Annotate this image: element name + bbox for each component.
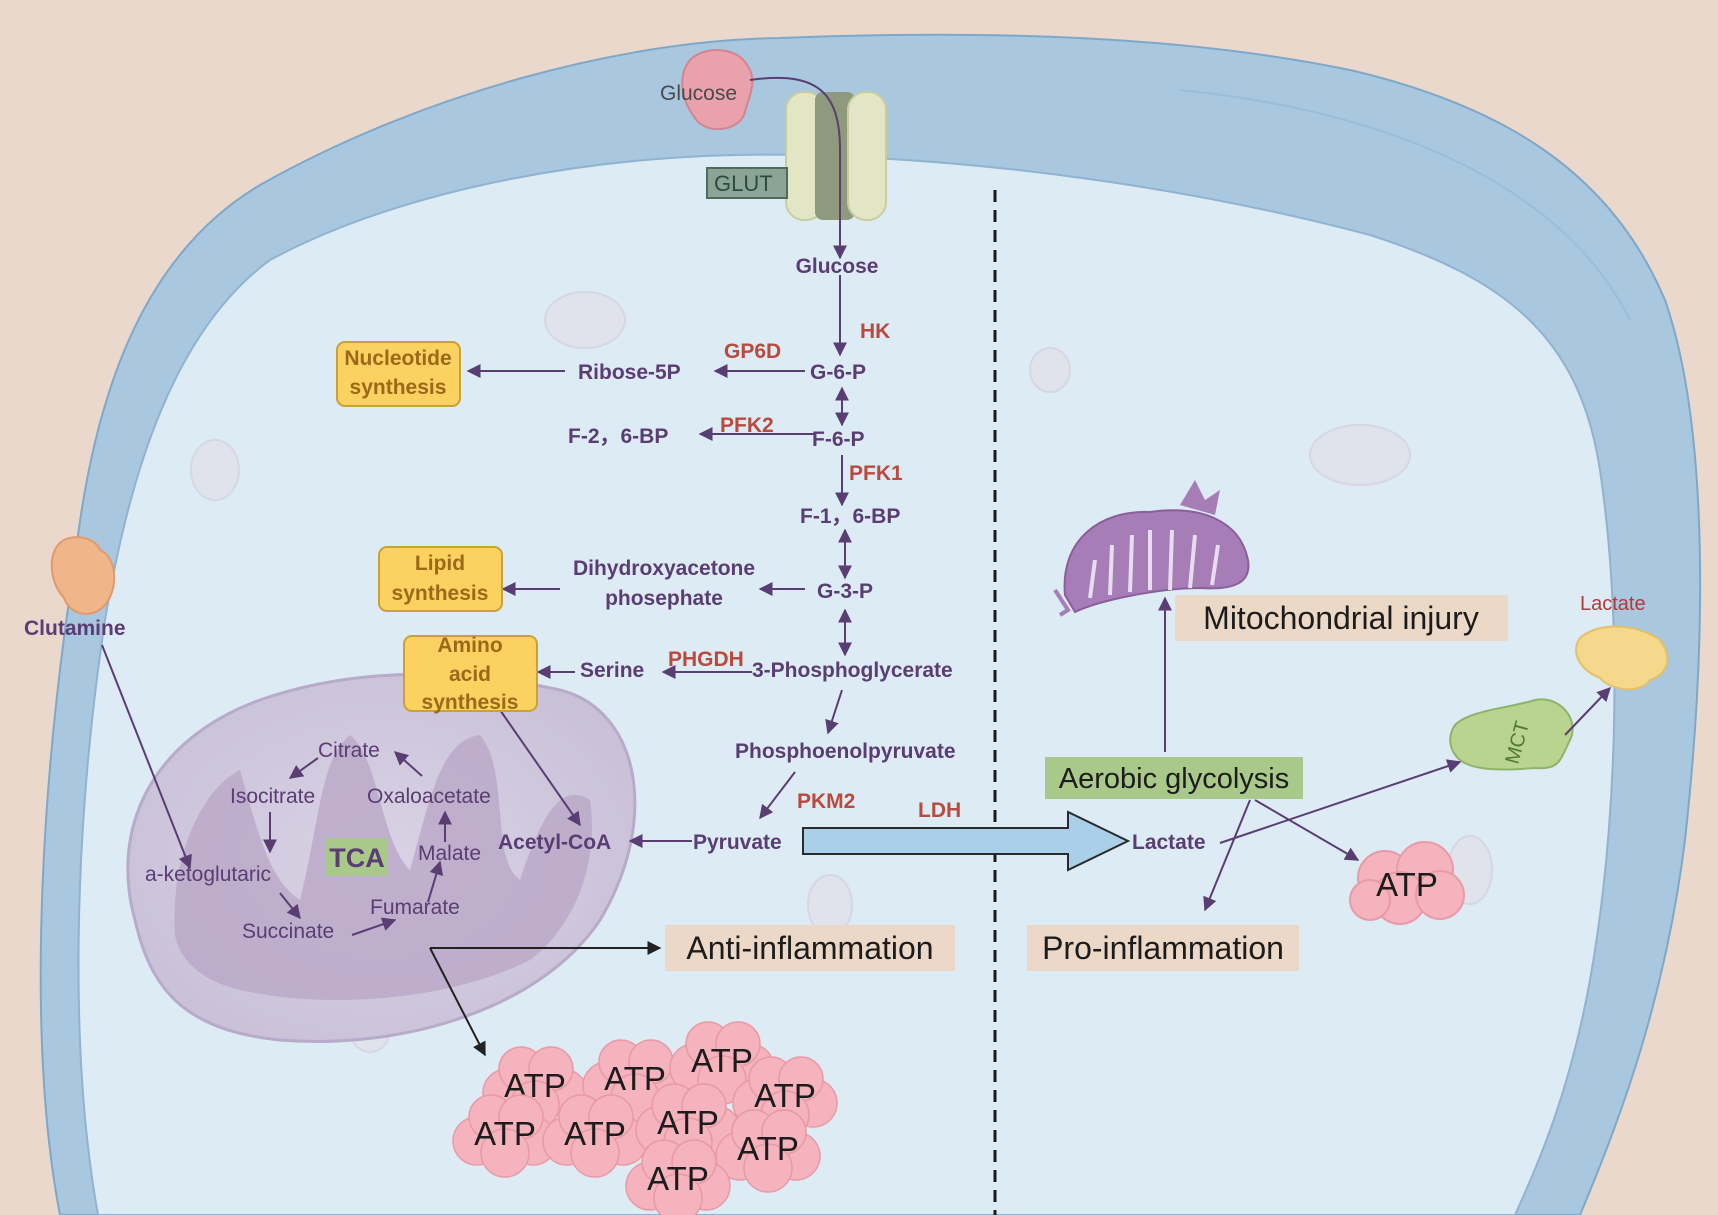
atp-label: ATP <box>564 1115 626 1152</box>
background-mitochondria <box>190 291 1493 1053</box>
amino-label-3: synthesis <box>422 691 519 714</box>
amino-label-1: Amino <box>437 634 502 657</box>
atp-cloud-right <box>1349 841 1465 925</box>
dhap-label-2: phosephate <box>605 587 723 610</box>
mito-injury-label: Mitochondrial injury <box>1203 600 1479 636</box>
atp-label: ATP <box>474 1115 536 1152</box>
atp-cloud: ATP <box>715 1109 821 1193</box>
amino-acid-box <box>403 635 538 712</box>
pyruvate-label: Pyruvate <box>693 831 782 854</box>
lipid-label-1: Lipid <box>415 552 465 575</box>
citrate-label: Citrate <box>318 739 380 762</box>
tca-label: TCA <box>329 843 385 873</box>
output-arrows <box>429 941 662 1057</box>
injured-mitochondrion <box>1053 480 1250 617</box>
aerobic-glycolysis-box <box>1045 757 1303 799</box>
pep-label: Phosphoenolpyruvate <box>735 740 956 763</box>
aerobic-glycolysis-label: Aerobic glycolysis <box>1059 763 1289 795</box>
ldh-block-arrow <box>802 810 1131 872</box>
f26bp-label: F-2，6-BP <box>568 425 668 448</box>
fumarate-label: Fumarate <box>370 896 460 919</box>
pkm2-label: PKM2 <box>797 790 855 813</box>
gp6d-label: GP6D <box>724 340 781 363</box>
aerobic-arrows <box>1158 596 1462 912</box>
nucleotide-box <box>336 341 461 407</box>
oxaloacetate-label: Oxaloacetate <box>367 785 491 808</box>
glut-transporter <box>706 91 887 221</box>
atp-cloud: ATP <box>542 1094 648 1178</box>
dhap-label-1: Dihydroxyacetone <box>573 557 755 580</box>
atp-label: ATP <box>737 1130 799 1167</box>
atp-cloud: ATP <box>452 1094 558 1178</box>
f16bp-label: F-1，6-BP <box>800 505 900 528</box>
mct-export-arrow <box>1564 686 1611 736</box>
lipid-box <box>378 546 503 612</box>
glycolysis-arrows <box>466 275 852 848</box>
malate-label: Malate <box>418 842 481 865</box>
succinate-label: Succinate <box>242 920 334 943</box>
atp-cloud: ATP <box>635 1083 741 1167</box>
atp-right-label: ATP <box>1376 866 1438 903</box>
glutamine-arrow <box>101 644 192 870</box>
serine-label: Serine <box>580 659 644 682</box>
glutamine-molecule <box>50 536 116 615</box>
ribose-label: Ribose-5P <box>578 361 681 384</box>
nucleotide-label-1: Nucleotide <box>344 347 451 370</box>
tca-box <box>326 838 388 876</box>
atp-label: ATP <box>754 1077 816 1114</box>
lactate-molecule <box>1575 625 1669 691</box>
lactate-outside-label: Lactate <box>1580 593 1646 615</box>
glucose-inside-label: Glucose <box>796 255 879 278</box>
glut-label: GLUT <box>714 171 773 196</box>
atp-cloud: ATP <box>625 1139 731 1215</box>
pro-inflammation-box <box>1027 925 1299 971</box>
aketo-label: a-ketoglutaric <box>145 863 271 886</box>
pro-inflammation-label: Pro-inflammation <box>1042 930 1284 966</box>
phgdh-label: PHGDH <box>668 648 744 671</box>
isocitrate-label: Isocitrate <box>230 785 315 808</box>
glucose-molecule <box>681 49 754 131</box>
pg3-label: 3-Phosphoglycerate <box>752 659 953 682</box>
amino-label-2: acid <box>449 663 491 686</box>
pfk2-label: PFK2 <box>720 414 774 437</box>
pfk1-label: PFK1 <box>849 462 903 485</box>
glutamine-label: Clutamine <box>24 617 126 640</box>
mito-injury-box <box>1175 595 1508 641</box>
acetyl-coa-label: Acetyl-CoA <box>498 831 611 854</box>
atp-label: ATP <box>691 1042 753 1079</box>
tca-arrows <box>263 751 452 936</box>
ldh-label: LDH <box>918 799 961 822</box>
hk-label: HK <box>860 320 890 343</box>
atp-label: ATP <box>604 1060 666 1097</box>
glucose-uptake-arrow <box>749 76 847 260</box>
lipid-label-2: synthesis <box>392 582 489 605</box>
anti-inflammation-label: Anti-inflammation <box>686 930 933 966</box>
glucose-outside-label: Glucose <box>660 82 737 105</box>
anti-inflammation-box <box>665 925 955 971</box>
g3p-label: G-3-P <box>817 580 873 603</box>
f6p-label: F-6-P <box>812 428 865 451</box>
atp-label: ATP <box>647 1160 709 1197</box>
g6p-label: G-6-P <box>810 361 866 384</box>
lactate-inside-label: Lactate <box>1132 831 1206 854</box>
atp-label: ATP <box>657 1104 719 1141</box>
nucleotide-label-2: synthesis <box>350 376 447 399</box>
